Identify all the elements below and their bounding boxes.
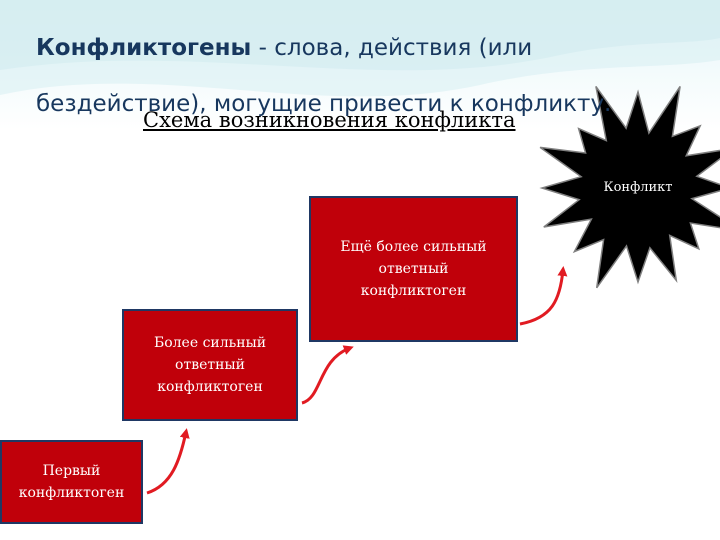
title-term: Конфликтогены — [36, 35, 252, 61]
header-wave-decoration — [0, 0, 720, 97]
step-box-first: Первый конфликтоген — [0, 440, 143, 524]
step-box-even-stronger: Ещё более сильный ответный конфликтоген — [309, 196, 518, 342]
scheme-title: Схема возникновения конфликта — [143, 108, 516, 132]
step-box-stronger: Более сильный ответный конфликтоген — [122, 309, 298, 421]
conflict-label: Конфликт — [603, 180, 673, 195]
page-title: Конфликтогены - слова, действия (или без… — [36, 20, 686, 132]
title-definition: - слова, действия (или бездействие), мог… — [36, 35, 612, 117]
